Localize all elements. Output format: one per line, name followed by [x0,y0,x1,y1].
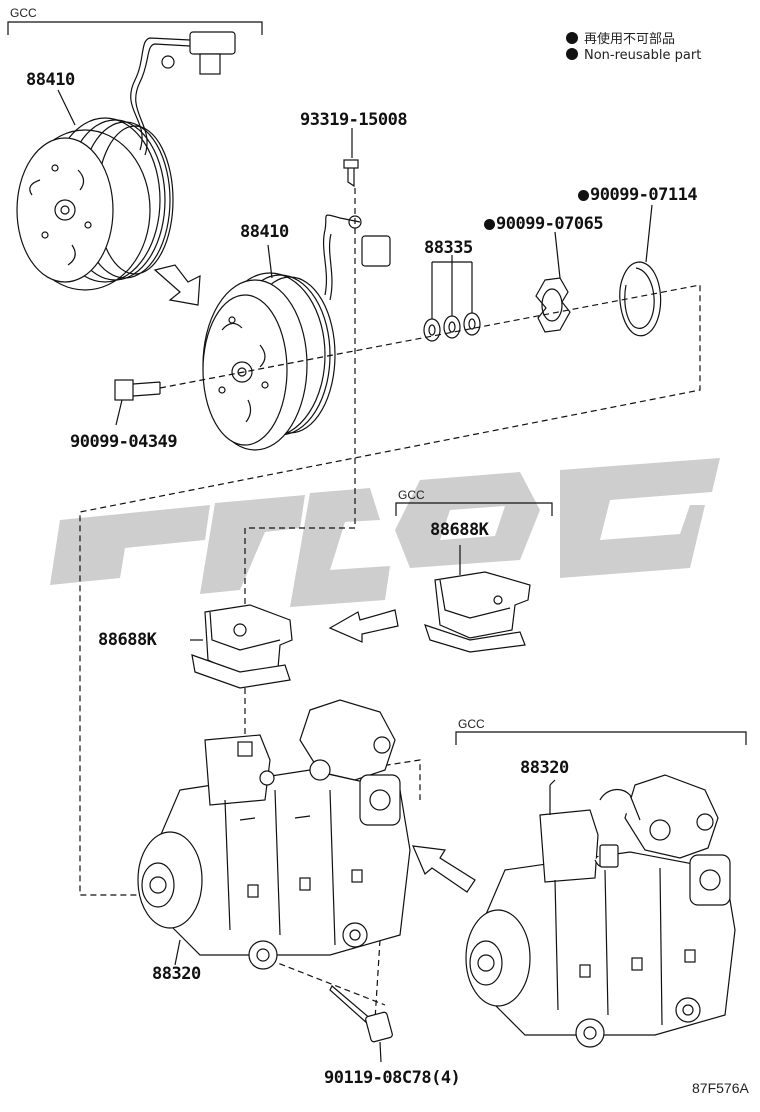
snap-ring-90099-07114 [619,204,662,337]
legend-text-jp: 再使用不可部品 [584,32,676,47]
legend-text-en: Non-reusable part [584,48,702,63]
legend-dot-icon [566,48,578,60]
bracket-88688k-gcc [424,545,531,653]
legend-dot-icon [566,32,578,44]
pulley-assembly [202,214,391,451]
compressor-assembly [137,699,411,970]
bracket-88688k [191,604,293,689]
gcc-tag-middle: GCC [398,488,425,502]
watermark-logo [50,458,720,607]
leader-lines [57,89,353,966]
non-reusable-marker [578,190,589,201]
label-88320: 88320 [152,964,201,984]
shim-set-88335 [423,255,481,342]
label-88410: 88410 [240,222,289,242]
legend-line-en: Non-reusable part [566,48,701,63]
compressor-assembly-gcc [465,774,736,1048]
non-reusable-marker [484,219,495,230]
label-88410-gcc: 88410 [26,70,75,90]
bolt-90099-04349 [114,379,161,426]
label-88688k: 88688K [98,630,157,650]
bolt-90119-08c78 [329,985,393,1063]
label-90099-07114: 90099-07114 [578,185,698,205]
label-88688k-gcc: 88688K [430,520,489,540]
label-90119-08c78: 90119-08C78(4) [324,1068,461,1088]
gcc-tag-top: GCC [10,6,37,20]
gcc-tag-right: GCC [458,717,485,731]
label-90099-07065-text: 90099-07065 [496,214,604,234]
screw-93319-15008 [343,159,359,188]
label-93319-15008: 93319-15008 [300,110,408,130]
label-88320-gcc: 88320 [520,758,569,778]
legend-line-jp: 再使用不可部品 [566,28,675,47]
label-90099-07065: 90099-07065 [484,214,604,234]
label-90099-07114-text: 90099-07114 [590,185,698,205]
direction-arrows [153,264,476,893]
pulley-assembly-gcc [16,31,236,291]
label-90099-04349: 90099-04349 [70,432,178,452]
snap-washer-90099-07065 [535,231,571,333]
label-88335: 88335 [424,238,473,258]
diagram-code: 87F576A [692,1080,749,1096]
